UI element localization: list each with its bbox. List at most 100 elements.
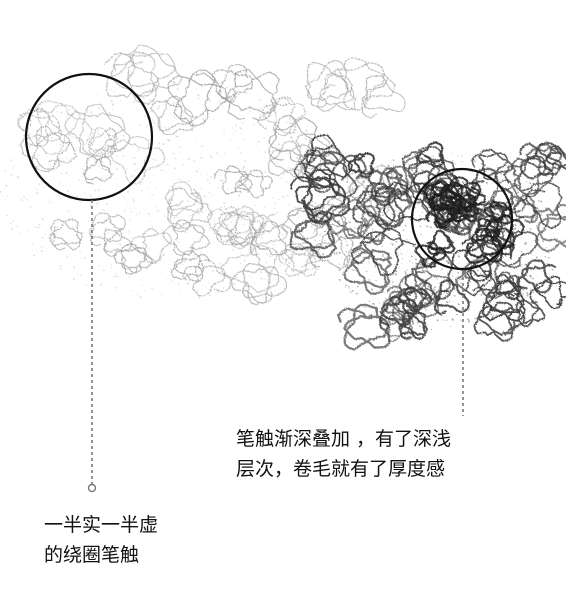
graphite-grain xyxy=(491,318,493,321)
graphite-grain xyxy=(491,201,493,203)
graphite-grain xyxy=(175,159,177,160)
graphite-grain xyxy=(108,277,110,279)
graphite-grain xyxy=(441,247,443,249)
graphite-grain xyxy=(437,188,439,190)
graphite-grain xyxy=(330,209,332,211)
graphite-grain xyxy=(454,289,456,291)
graphite-grain xyxy=(382,236,385,239)
graphite-grain xyxy=(115,272,117,274)
graphite-grain xyxy=(338,278,341,281)
graphite-grain xyxy=(218,291,220,293)
graphite-grain xyxy=(469,276,471,279)
graphite-grain xyxy=(314,239,316,242)
graphite-grain xyxy=(188,215,191,217)
graphite-grain xyxy=(484,164,486,166)
graphite-grain xyxy=(304,133,307,136)
graphite-grain xyxy=(325,233,328,235)
graphite-grain xyxy=(453,208,456,211)
graphite-grain xyxy=(96,202,99,205)
graphite-grain xyxy=(465,198,467,200)
graphite-grain xyxy=(194,269,196,271)
graphite-grain xyxy=(5,185,8,187)
graphite-grain xyxy=(253,169,256,172)
graphite-grain xyxy=(166,204,168,206)
graphite-grain xyxy=(239,151,242,154)
graphite-grain xyxy=(355,259,357,262)
graphite-grain xyxy=(91,143,94,146)
graphite-grain xyxy=(322,253,325,256)
graphite-grain xyxy=(400,215,403,217)
graphite-grain xyxy=(194,137,196,139)
graphite-grain xyxy=(157,105,160,108)
graphite-grain xyxy=(90,195,92,197)
curl-stroke xyxy=(234,169,274,199)
graphite-grain xyxy=(243,259,246,261)
graphite-grain xyxy=(427,271,429,273)
graphite-grain xyxy=(22,139,24,142)
graphite-grain xyxy=(386,221,389,224)
graphite-grain xyxy=(386,252,389,255)
graphite-grain xyxy=(121,269,123,271)
graphite-grain xyxy=(522,293,525,296)
graphite-grain xyxy=(67,190,69,193)
annotation-dark-text: 笔触渐深叠加 ，有了深浅 层次，卷毛就有了厚度感 xyxy=(236,424,451,484)
graphite-grain xyxy=(411,262,413,264)
graphite-grain xyxy=(282,173,285,176)
graphite-grain xyxy=(522,191,523,193)
graphite-grain xyxy=(414,153,417,156)
graphite-grain xyxy=(432,194,434,197)
graphite-grain xyxy=(388,304,390,306)
graphite-grain xyxy=(110,115,112,117)
graphite-grain xyxy=(422,200,424,202)
graphite-grain xyxy=(226,86,228,88)
graphite-grain xyxy=(105,156,107,158)
graphite-grain xyxy=(79,251,81,253)
graphite-grain xyxy=(161,210,163,212)
graphite-grain xyxy=(133,200,135,203)
graphite-grain xyxy=(432,155,434,157)
graphite-grain xyxy=(49,260,51,262)
graphite-grain xyxy=(102,108,105,111)
graphite-grain xyxy=(349,257,351,260)
graphite-grain xyxy=(224,218,227,221)
graphite-grain xyxy=(331,250,333,252)
graphite-grain xyxy=(183,264,185,266)
curl-stroke xyxy=(100,135,166,185)
graphite-grain xyxy=(379,208,381,210)
graphite-grain xyxy=(75,225,78,228)
graphite-grain xyxy=(147,228,150,231)
graphite-grain xyxy=(517,274,519,275)
graphite-grain xyxy=(356,285,359,288)
graphite-grain xyxy=(521,264,523,266)
graphite-grain xyxy=(470,236,472,238)
graphite-grain xyxy=(87,219,89,222)
graphite-grain xyxy=(153,175,155,177)
graphite-grain xyxy=(247,164,249,166)
graphite-grain xyxy=(458,303,460,306)
graphite-grain xyxy=(112,276,114,278)
graphite-grain xyxy=(484,208,486,210)
graphite-grain xyxy=(467,320,470,323)
graphite-grain xyxy=(58,258,60,259)
graphite-grain xyxy=(430,157,432,159)
graphite-grain xyxy=(334,220,336,223)
graphite-grain xyxy=(224,224,226,226)
graphite-grain xyxy=(388,185,390,187)
graphite-grain xyxy=(345,264,347,267)
graphite-grain xyxy=(258,175,260,177)
graphite-grain xyxy=(85,155,86,157)
graphite-grain xyxy=(65,172,68,174)
graphite-grain xyxy=(66,255,69,258)
graphite-grain xyxy=(456,313,458,316)
graphite-grain xyxy=(161,169,164,172)
graphite-grain xyxy=(142,97,145,99)
graphite-grain xyxy=(524,263,527,266)
graphite-grain xyxy=(304,138,307,141)
graphite-grain xyxy=(368,261,370,263)
graphite-grain xyxy=(92,128,94,131)
graphite-grain xyxy=(455,228,458,231)
graphite-grain xyxy=(455,202,458,205)
graphite-grain xyxy=(409,196,411,199)
graphite-grain xyxy=(416,322,419,324)
graphite-grain xyxy=(440,167,443,170)
